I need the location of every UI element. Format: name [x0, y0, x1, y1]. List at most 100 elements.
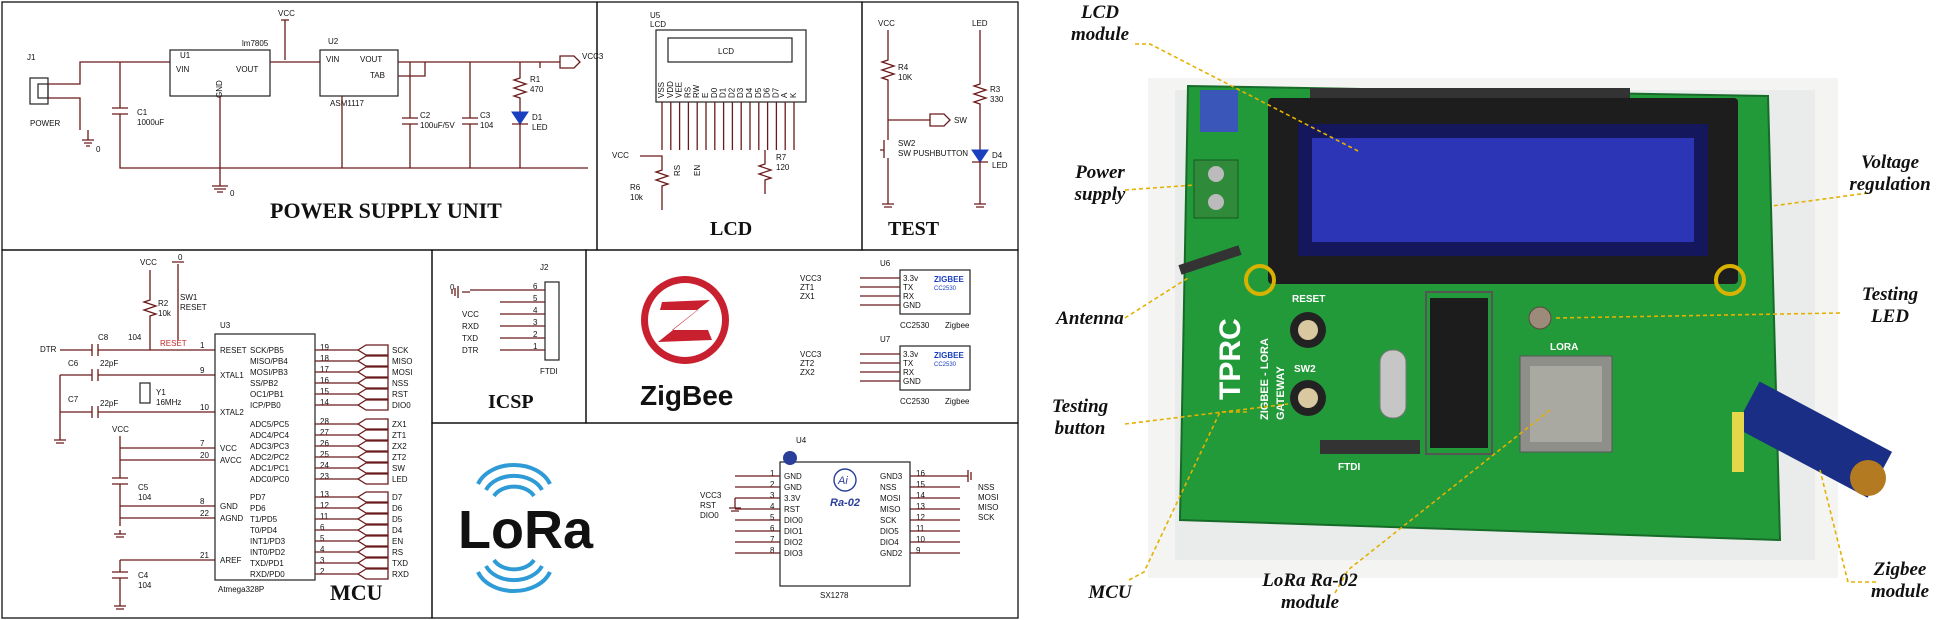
- mcu-right-pin-name: T1/PD5: [250, 515, 278, 524]
- mcu-net-label: MOSI: [392, 368, 412, 377]
- zigbee-net-label: ZX1: [800, 292, 815, 301]
- svg-text:ZIGBEE - LORA: ZIGBEE - LORA: [1259, 338, 1271, 420]
- svg-text:VOUT: VOUT: [360, 55, 382, 64]
- svg-text:VIN: VIN: [326, 55, 340, 64]
- svg-text:10k: 10k: [630, 193, 644, 202]
- section-title-power: POWER SUPPLY UNIT: [270, 198, 502, 223]
- annotation-line: MCU: [1087, 582, 1133, 603]
- lora-right-pin-name: GND2: [880, 549, 903, 558]
- lora-right-pin-number: 15: [916, 480, 925, 489]
- lora-left-pin-number: 6: [770, 524, 775, 533]
- lora-right-pin-number: 11: [916, 524, 925, 533]
- annotation-line: Power: [1074, 162, 1125, 183]
- mcu-left-pin-name: AVCC: [220, 456, 242, 465]
- svg-text:VCC: VCC: [112, 425, 129, 434]
- section-title-lcd: LCD: [710, 218, 752, 240]
- mcu-net-label: NSS: [392, 379, 408, 388]
- lora-left-pin-number: 7: [770, 535, 775, 544]
- lora-right-net-label: NSS: [978, 483, 994, 492]
- icsp-net-label: VCC: [462, 310, 479, 319]
- svg-text:0: 0: [178, 253, 183, 262]
- zigbee-net-label: ZT1: [800, 283, 815, 292]
- zigbee-pin-name: RX: [903, 292, 915, 301]
- lora-left-pin-name: DIO3: [784, 549, 803, 558]
- mcu-left-pin-name: XTAL2: [220, 408, 244, 417]
- j1-name: POWER: [30, 119, 60, 128]
- lora-right-pin-number: 9: [916, 546, 921, 555]
- mcu-right-pin-number: 13: [320, 490, 329, 499]
- svg-text:Ra-02: Ra-02: [830, 497, 860, 509]
- annotation-line: module: [1871, 581, 1930, 602]
- lcd-pin-label: RW: [692, 84, 701, 98]
- svg-text:D1: D1: [532, 113, 543, 122]
- svg-text:LED: LED: [972, 19, 988, 28]
- svg-text:U3: U3: [220, 321, 231, 330]
- ftdi-header: [544, 281, 560, 361]
- svg-text:R3: R3: [990, 85, 1001, 94]
- zigbee-pin-name: TX: [903, 283, 914, 292]
- svg-text:R4: R4: [898, 63, 909, 72]
- lora-left-pin-number: 4: [770, 502, 775, 511]
- lora-left-pin-name: DIO1: [784, 527, 803, 536]
- mcu-left-pin-number: 7: [200, 439, 205, 448]
- board-photo: TPRC ZIGBEE - LORA GATEWAY RESET SW2 LOR…: [1052, 2, 1931, 613]
- lcd-pin-label: VDD: [666, 81, 675, 98]
- mcu-net-label: SCK: [392, 346, 409, 355]
- mcu-right-pin-number: 12: [320, 501, 329, 510]
- svg-text:SW2: SW2: [1294, 364, 1316, 375]
- svg-text:TPRC: TPRC: [1214, 318, 1247, 400]
- lora-left-pin-name: 3.3V: [784, 494, 801, 503]
- svg-text:VCC: VCC: [612, 151, 629, 160]
- svg-text:22pF: 22pF: [100, 359, 118, 368]
- mcu-net-label: D4: [392, 526, 403, 535]
- lcd-pin-label: D5: [754, 87, 763, 98]
- svg-text:FTDI: FTDI: [540, 367, 558, 376]
- mcu-net-label: LED: [392, 475, 408, 484]
- svg-text:C6: C6: [68, 359, 79, 368]
- mcu-left-pin-name: AGND: [220, 514, 243, 523]
- lcd-pin-label: E: [701, 93, 710, 98]
- mcu-right-pin-number: 18: [320, 354, 329, 363]
- zigbee-chip-label: ZIGBEE: [934, 275, 964, 284]
- lora-left-pin-name: RST: [784, 505, 800, 514]
- svg-text:GATEWAY: GATEWAY: [1275, 366, 1287, 420]
- mcu-right-pin-name: MISO/PB4: [250, 357, 288, 366]
- svg-text:EN: EN: [693, 165, 702, 176]
- lora-right-pin-name: MISO: [880, 505, 900, 514]
- mcu-net-label: RS: [392, 548, 403, 557]
- mcu-right-pin-number: 25: [320, 450, 329, 459]
- zigbee-pin-name: RX: [903, 368, 915, 377]
- mcu-right-pin-name: ADC2/PC2: [250, 453, 290, 462]
- svg-text:LED: LED: [532, 123, 548, 132]
- mcu-right-pin-number: 27: [320, 428, 329, 437]
- mcu-right-pin-number: 2: [320, 567, 325, 576]
- mcu-left-pin-name: VCC: [220, 444, 237, 453]
- mcu-left-pin-number: 8: [200, 497, 205, 506]
- annotation-line: module: [1071, 24, 1130, 45]
- section-title-mcu: MCU: [330, 580, 383, 605]
- svg-text:RS: RS: [673, 165, 682, 176]
- svg-text:SW2: SW2: [898, 139, 916, 148]
- section-title-icsp: ICSP: [488, 391, 534, 413]
- u2-regulator: [319, 49, 399, 97]
- svg-text:U2: U2: [328, 37, 339, 46]
- mcu-right-pin-name: TXD/PD1: [250, 559, 284, 568]
- svg-text:470: 470: [530, 85, 544, 94]
- svg-text:LCD: LCD: [650, 20, 666, 29]
- lcd-pin-label: RS: [683, 87, 692, 98]
- zigbee-pin-name: GND: [903, 301, 921, 310]
- mcu-right-pin-name: T0/PD4: [250, 526, 278, 535]
- lcd-pin-label: D0: [710, 87, 719, 98]
- mcu-right-pin-name: OC1/PB1: [250, 390, 284, 399]
- power-supply-section: POWER SUPPLY UNIT J1 POWER 0 C1 1000uF U…: [27, 9, 604, 223]
- mcu-right-pin-number: 11: [320, 512, 329, 521]
- lora-left-pin-name: GND: [784, 472, 802, 481]
- svg-text:R7: R7: [776, 153, 787, 162]
- lcd-pin-label: A: [780, 92, 789, 98]
- mcu-chip: [1430, 298, 1488, 448]
- lcd-pin-label: D7: [771, 87, 780, 98]
- zigbee-cc2530-module: [899, 269, 971, 315]
- svg-text:120: 120: [776, 163, 790, 172]
